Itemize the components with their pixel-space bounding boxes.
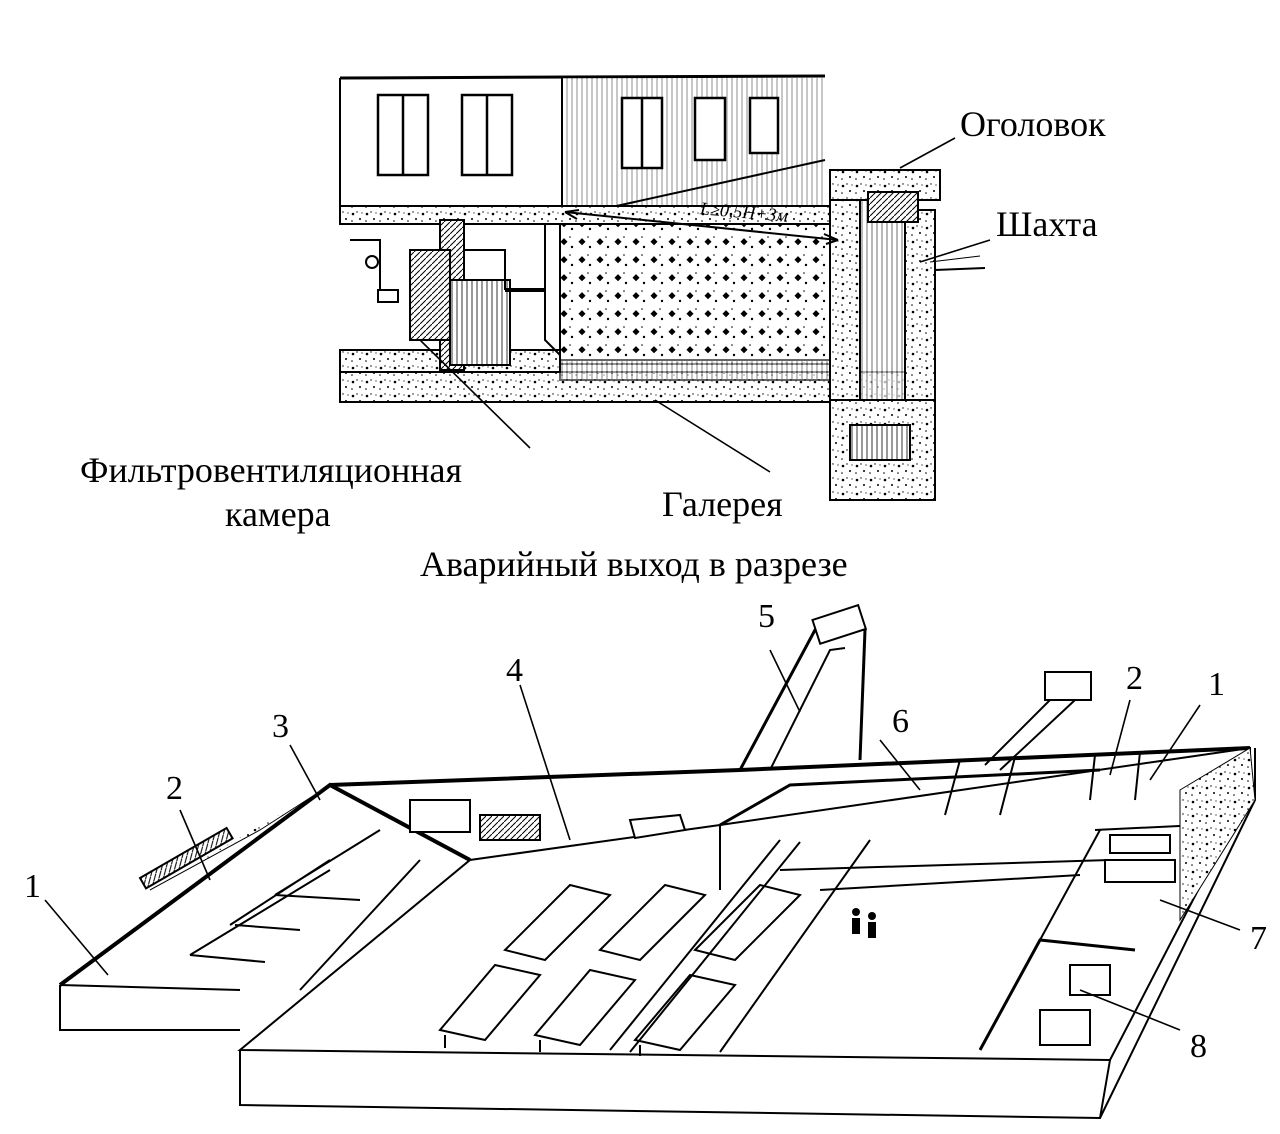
label-gallery: Галерея xyxy=(662,484,783,524)
callout-number: 2 xyxy=(1126,660,1143,697)
plan-drawing xyxy=(44,603,1256,1120)
callout-number: 6 xyxy=(892,703,909,740)
label-head: Оголовок xyxy=(960,104,1106,144)
label-filter-room-line2: камера xyxy=(225,494,331,534)
bunk-beds xyxy=(438,883,802,1056)
callout-number: 5 xyxy=(758,598,775,635)
callout-number: 3 xyxy=(272,708,289,745)
people-icon xyxy=(852,908,876,938)
filter-equipment xyxy=(350,219,545,371)
label-filter-room-line1: Фильтровентиляционная xyxy=(80,450,463,490)
window xyxy=(376,93,780,177)
callout-number: 8 xyxy=(1190,1028,1207,1065)
section-drawing xyxy=(339,74,991,501)
callout-number: 1 xyxy=(24,868,41,905)
callout-number: 7 xyxy=(1250,920,1267,957)
label-shaft: Шахта xyxy=(996,204,1098,244)
callout-number: 2 xyxy=(166,770,183,807)
section-title: Аварийный выход в разрезе xyxy=(420,544,848,584)
callout-number: 1 xyxy=(1208,666,1225,703)
callout-number: 4 xyxy=(506,652,523,689)
